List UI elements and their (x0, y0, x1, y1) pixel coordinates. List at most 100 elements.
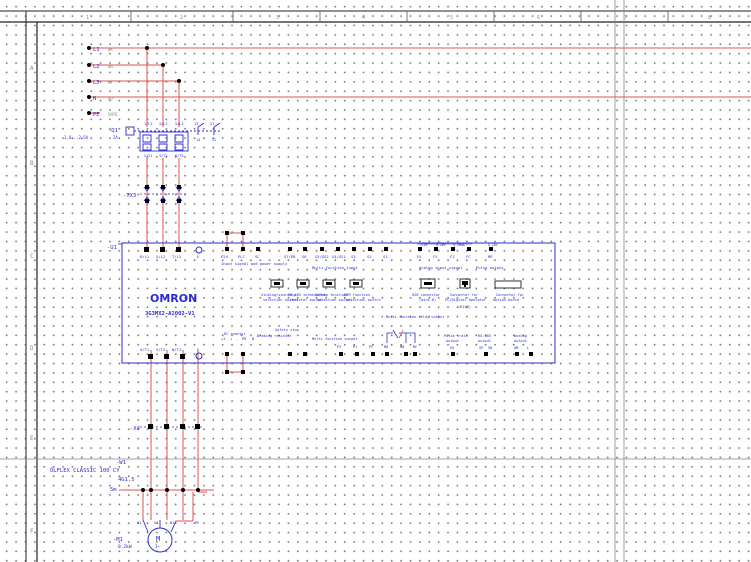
dc-terminal: +1 (221, 337, 225, 341)
relay-terminal: MB (400, 345, 404, 349)
breaker-terminal: 4/T2 (159, 154, 167, 158)
motor-terminal: W1 (170, 521, 174, 525)
wire-junctions (141, 46, 200, 492)
row-markers: A B C D E F (30, 65, 34, 535)
bus-junction (87, 95, 91, 99)
column-number: 5 (450, 15, 453, 21)
terminal-ground (195, 246, 203, 254)
breaker-terminal: 2/T1 (144, 154, 152, 158)
terminal-square (385, 352, 389, 356)
switch-title: Sinking/sourcing (261, 293, 296, 297)
breaker-terminal: 13 (194, 122, 198, 126)
vfd-connectors: USB connector (mini-B) Connector for PC/… (412, 278, 525, 309)
wire-junction (181, 488, 185, 492)
terminal-block-tag: -TX3 (123, 193, 136, 199)
cable-length: 5m (110, 487, 117, 493)
wire-markers (145, 185, 200, 429)
terminal-square (241, 247, 245, 251)
terminal-square (484, 352, 488, 356)
connector-sub: (mini-B) (419, 298, 436, 302)
motor-terminal: V1 (154, 521, 158, 525)
terminal-label: FS (417, 254, 422, 259)
aux-sub: output (478, 339, 491, 343)
pulse-group-label: Pulse output (476, 265, 503, 270)
aux-title: RS-485 (478, 334, 491, 338)
motor-power: 0,2kW (118, 544, 132, 550)
dip-switch: EDM function selection switch (344, 279, 381, 302)
analog-range: 0-10V (488, 243, 498, 247)
output-group-label: Multi-function output (312, 337, 357, 341)
column-number: 6 (537, 15, 540, 21)
terminal-square (418, 247, 422, 251)
terminal-label: U/T1 (140, 347, 150, 352)
vfd-input-terminals: S7/EB S6 S5/GS2 S4/GS1 S3 S2 S1 Multi-fu… (284, 247, 388, 270)
row-mark: E (30, 435, 34, 442)
bus-junction (87, 111, 91, 115)
terminal-square (384, 247, 388, 251)
cable-w1: -W1 ÖLFLEX CLASSIC 100 CY 4G1,5 5m (50, 460, 135, 493)
wire-junction (141, 488, 145, 492)
row-mark: F (30, 528, 34, 535)
jumper-node (225, 231, 229, 235)
switch-sub: selection switch (317, 298, 352, 302)
column-number: 1 (86, 15, 89, 21)
jumper-node (225, 370, 229, 374)
omron-logo: OMRON (150, 292, 197, 305)
connector-title: USB connector (412, 293, 441, 297)
dc-terminal: PD (242, 337, 246, 341)
wire-junction (177, 79, 181, 83)
terminal-square (144, 247, 149, 252)
breaker-setting: 1,6...2,5A (64, 135, 89, 140)
connection-point (196, 425, 200, 429)
conductor-label: PE (93, 112, 100, 118)
terminal-square (434, 247, 438, 251)
terminal-square (467, 247, 471, 251)
terminal-label: MP (488, 254, 493, 259)
motor-letter: M (156, 535, 160, 543)
breaker-terminal: 3/L2 (159, 122, 167, 126)
vfd-housing (121, 242, 556, 364)
terminal-square (371, 352, 375, 356)
vfd-u1: -U1 OMRON 3G3MX2-A2002-V1 R/L1 S/L2 T/L3… (107, 242, 556, 364)
connector-sub: PC/Digital Operator (445, 298, 487, 302)
motor-tag: -M1 (113, 537, 123, 543)
terminal-square (529, 352, 533, 356)
wire-junction (196, 488, 200, 492)
terminal-square (225, 247, 229, 251)
breaker-handle (125, 126, 135, 136)
vfd-sc-terminals: P24 PLC SC Input signal and power supply (221, 247, 288, 266)
connection-point (161, 185, 165, 189)
terminal-square (176, 247, 181, 252)
terminal-square (451, 247, 455, 251)
terminal-label: S/L2 (156, 254, 165, 259)
terminal-square (288, 247, 292, 251)
column-number: 7 (624, 15, 627, 21)
bus-junction (87, 63, 91, 67)
connection-point (145, 199, 149, 203)
breaker-rating: 2A (113, 135, 118, 140)
terminal-label: FV (433, 254, 438, 259)
terminal-square (303, 352, 307, 356)
connector-sub: option board (493, 298, 519, 302)
terminal-block-tx3: -TX3 (123, 186, 188, 202)
jumper-junctions (225, 231, 245, 374)
terminal-label: P1 (353, 345, 357, 349)
terminal-square (355, 352, 359, 356)
aux-terminal: SP (479, 346, 483, 350)
connector-title: Connector for (496, 293, 525, 297)
wire-junction (165, 488, 169, 492)
motor-terminal: U1 (137, 521, 141, 525)
braking-label: Braking resistor (257, 334, 292, 338)
connection-point (161, 199, 165, 203)
aux-terminal: SN (488, 346, 492, 350)
vfd-tag: -U1 (107, 245, 117, 251)
breaker-terminal: 22 (212, 138, 216, 142)
row-mark: C (30, 253, 34, 260)
conductor-label: L3 (93, 80, 100, 86)
safety-label: Safety stop (275, 328, 299, 332)
breaker-trip-block (139, 131, 189, 152)
terminal-square (148, 354, 153, 359)
relay-terminal: MA (384, 345, 389, 349)
connection-point (177, 199, 181, 203)
terminal-square (256, 247, 260, 251)
